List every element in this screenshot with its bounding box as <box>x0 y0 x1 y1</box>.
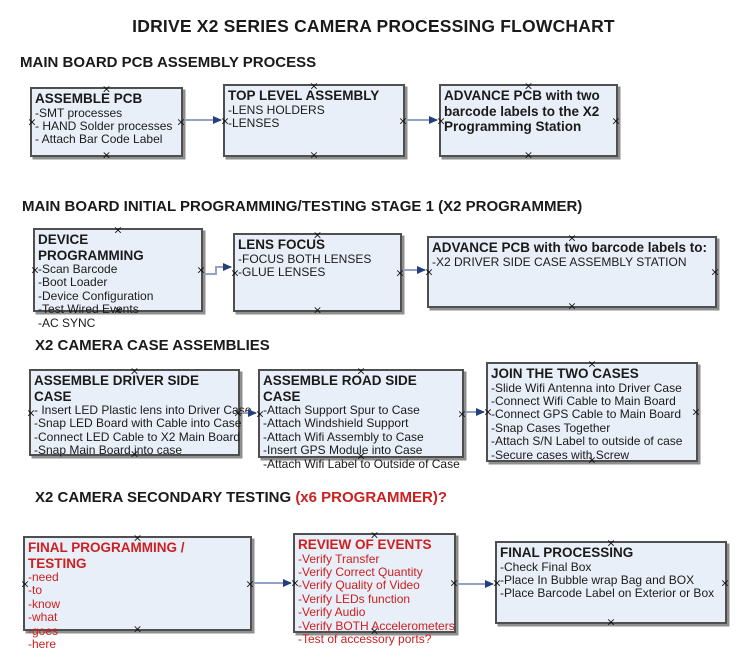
box-item: -Connect GPS Cable to Main Board <box>491 407 682 422</box>
section-heading-initial-programming: MAIN BOARD INITIAL PROGRAMMING/TESTING S… <box>22 198 583 215</box>
section-heading-secondary-testing: X2 CAMERA SECONDARY TESTING (x6 PROGRAMM… <box>35 489 447 506</box>
box-item: -to <box>28 583 43 598</box>
flow-box-assemble-road-side-case: ASSEMBLE ROAD SIDE CASE -Attach Support … <box>255 366 467 471</box>
box-title: ASSEMBLE PCB <box>35 91 143 106</box>
box-title: FINAL PROGRAMMING / TESTING <box>28 540 185 571</box>
connector-handle-icon: × <box>457 407 467 420</box>
box-item: -Device Configuration <box>38 288 154 303</box>
box-title: REVIEW OF EVENTS <box>298 537 432 552</box>
connector-handle-icon: × <box>567 299 577 313</box>
flow-box-assemble-driver-side-case: ASSEMBLE DRIVER SIDE CASE - Insert LED P… <box>26 366 252 460</box>
flow-box-assemble-pcb: ASSEMBLE PCB -SMT processes - HAND Solde… <box>27 84 186 161</box>
box-item: -what <box>28 610 58 625</box>
box-title: LENS FOCUS <box>238 237 326 252</box>
box-item: -goes <box>28 623 59 638</box>
box-item: -Attach Wifi Label to Outside of Case <box>263 456 460 471</box>
box-item: -Attach Windshield Support <box>263 416 409 431</box>
box-item: -SMT processes <box>35 105 123 120</box>
box-item: -LENS HOLDERS <box>228 102 325 117</box>
section-heading-pcb-assembly: MAIN BOARD PCB ASSEMBLY PROCESS <box>20 54 317 71</box>
box-item: -Slide Wifi Antenna into Driver Case <box>491 380 682 395</box>
box-item: -Verify Audio <box>298 605 366 620</box>
connector-handle-icon: × <box>606 615 616 629</box>
box-item: -GLUE LENSES <box>238 264 326 279</box>
connector-handle-icon: × <box>449 576 459 590</box>
flow-box-advance-pcb-programming-station: ADVANCE PCB with two barcode labels to t… <box>436 81 621 161</box>
box-item: - HAND Solder processes <box>35 118 173 133</box>
box-item: -Verify Quality of Video <box>298 578 420 593</box>
box-title: JOIN THE TWO CASES <box>491 366 639 381</box>
box-item: - Attach Bar Code Label <box>35 132 163 147</box>
box-item: -Snap LED Board with Cable into Case <box>34 416 242 431</box>
box-item: -FOCUS BOTH LENSES <box>238 251 372 266</box>
box-item: -Insert GPS Module into Case <box>263 443 423 458</box>
box-item: -Verify BOTH Accelerometers <box>298 618 455 633</box>
box-item: -X2 DRIVER SIDE CASE ASSEMBLY STATION <box>432 254 687 269</box>
connector-handle-icon: × <box>611 114 621 127</box>
connector-handle-icon: × <box>710 265 720 279</box>
connector-handle-icon: × <box>398 114 408 127</box>
flow-box-lens-focus: LENS FOCUS -FOCUS BOTH LENSES -GLUE LENS… <box>230 230 405 316</box>
box-item: -know <box>28 596 61 611</box>
box-item: - Insert LED Plastic lens into Driver Ca… <box>34 403 252 417</box>
flow-box-join-the-two-cases: JOIN THE TWO CASES -Slide Wifi Antenna i… <box>483 359 701 466</box>
box-item: -Test of accessory ports? <box>298 631 432 646</box>
box-item: -Attach Support Spur to Case <box>263 403 420 417</box>
flow-box-final-programming-testing: FINAL PROGRAMMING / TESTING -need -to -k… <box>20 533 255 651</box>
box-title: ADVANCE PCB with two barcode labels to: <box>432 240 708 255</box>
box-title: DEVICE PROGRAMMING <box>38 232 144 263</box>
box-title: ASSEMBLE ROAD SIDE CASE <box>263 373 417 404</box>
box-item: -Snap Main Board into case <box>34 443 183 458</box>
box-item: -Attach Wifi Assembly to Case <box>263 429 424 444</box>
box-item: -Verify Correct Quantity <box>298 564 423 579</box>
box-item: -Verify Transfer <box>298 551 380 566</box>
box-item: -Attach S/N Label to outside of case <box>491 434 683 449</box>
box-item: -Check Final Box <box>500 559 592 574</box>
box-item: -AC SYNC <box>38 315 96 330</box>
heading-black-part: X2 CAMERA SECONDARY TESTING <box>35 489 296 506</box>
flow-box-final-processing: FINAL PROCESSING -Check Final Box -Place… <box>492 538 730 628</box>
connector-handle-icon: × <box>395 266 405 279</box>
flow-box-review-of-events: REVIEW OF EVENTS -Verify Transfer -Verif… <box>290 530 459 646</box>
box-item: -Place Barcode Label on Exterior or Box <box>500 586 715 601</box>
box-item: -Connect LED Cable to X2 Main Board <box>34 429 241 444</box>
box-item: -Connect Wifi Cable to Main Board <box>491 393 676 408</box>
connector-handle-icon: × <box>312 303 323 317</box>
box-item: -Scan Barcode <box>38 262 118 276</box>
connector-handle-icon: × <box>176 115 186 129</box>
box-item: -Boot Loader <box>38 275 108 290</box>
box-title: ASSEMBLE DRIVER SIDE CASE <box>34 373 200 404</box>
connector-handle-icon: × <box>523 148 534 162</box>
flow-box-top-level-assembly: TOP LEVEL ASSEMBLY -LENS HOLDERS -LENSES… <box>220 81 408 161</box>
box-title: FINAL PROCESSING <box>500 545 634 560</box>
connector-handle-icon: × <box>101 148 112 162</box>
connector-handle-icon: × <box>309 148 319 162</box>
box-item: -Verify LEDs function <box>298 591 411 606</box>
heading-red-part: (x6 PROGRAMMER)? <box>295 489 447 506</box>
flow-box-device-programming: DEVICE PROGRAMMING -Scan Barcode -Boot L… <box>30 225 206 330</box>
box-item: -need <box>28 570 59 584</box>
connector-handle-icon: × <box>691 405 701 419</box>
section-heading-case-assemblies: X2 CAMERA CASE ASSEMBLIES <box>35 337 270 354</box>
box-item: -Snap Cases Together <box>491 420 611 435</box>
connector-handle-icon: × <box>196 263 206 277</box>
connector-handle-icon: × <box>245 577 255 590</box>
box-item: -Place In Bubble wrap Bag and BOX <box>500 572 695 587</box>
box-item: -here <box>28 637 57 652</box>
connector-handle-icon: × <box>720 576 730 589</box>
arrow-device-programming-to-lens-focus <box>204 263 232 275</box>
box-item: -LENSES <box>228 115 280 130</box>
flow-box-advance-pcb-case-assembly: ADVANCE PCB with two barcode labels to: … <box>424 233 720 312</box>
box-item: -Test Wired Events <box>38 302 139 317</box>
page-title: IDRIVE X2 SERIES CAMERA PROCESSING FLOWC… <box>132 16 615 36</box>
box-title: TOP LEVEL ASSEMBLY <box>228 88 380 103</box>
box-title: ADVANCE PCB with two barcode labels to t… <box>444 88 600 134</box>
box-item: -Secure cases with Screw <box>491 447 630 462</box>
